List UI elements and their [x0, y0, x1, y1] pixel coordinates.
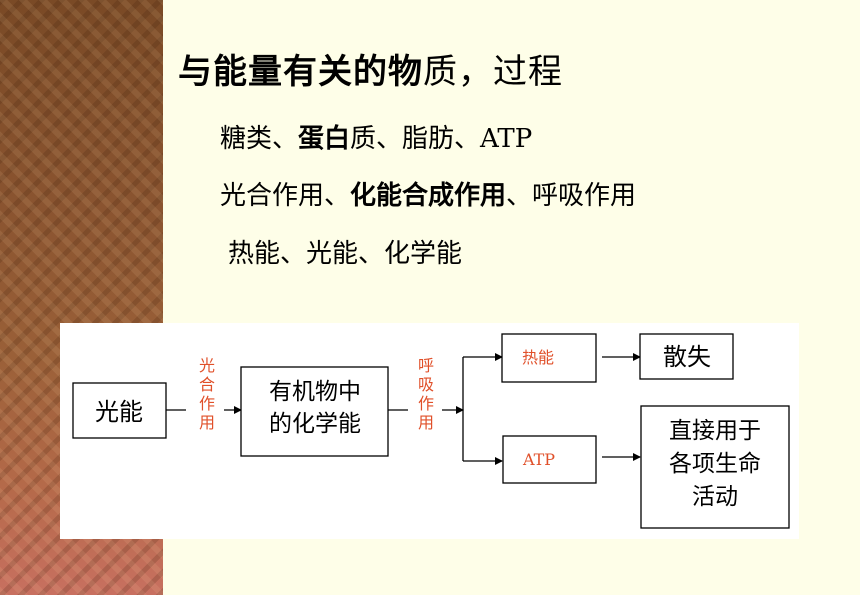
node-dissipate-label: 散失	[663, 343, 711, 371]
line-segment: 热能、光能、化学能	[228, 239, 463, 269]
node-organic-chem-box	[240, 366, 389, 457]
node-atp-label: ATP	[522, 450, 555, 469]
edge-label-char: 呼	[418, 356, 434, 375]
title-bold-part: 与能量有关的物	[178, 52, 423, 92]
node-heat-box	[501, 333, 597, 383]
energy-flow-diagram: 光能 光 合 作 用 有机物中 的化学能 呼 吸 作 用 热能 ATP	[60, 323, 799, 539]
line-segment: 光合作用、	[220, 181, 351, 211]
line-segment: 、呼吸作用	[506, 181, 637, 211]
node-organic-chem-line1: 有机物中	[269, 379, 361, 405]
edge-label-char: 作	[418, 394, 434, 413]
edge-label-char: 吸	[418, 375, 434, 394]
title-rest: 质，过程	[423, 52, 563, 92]
line-segment: 糖类、	[220, 124, 299, 154]
edge-label-char: 用	[418, 413, 434, 432]
node-direct-use-line3: 活动	[692, 484, 738, 510]
node-organic-chem-line2: 的化学能	[269, 411, 361, 437]
line-substances: 糖类、蛋白质、脂肪、ATP	[220, 118, 532, 155]
edge-label-char: 合	[199, 375, 215, 394]
node-light-energy-box	[72, 382, 167, 439]
diagram-svg: 光能 光 合 作 用 有机物中 的化学能 呼 吸 作 用 热能 ATP	[72, 333, 790, 529]
node-direct-use-line1: 直接用于	[669, 418, 761, 444]
edge-label-char: 用	[199, 413, 215, 432]
line-energy-forms: 热能、光能、化学能	[228, 233, 462, 270]
node-light-energy-label: 光能	[95, 398, 143, 426]
node-direct-use-line2: 各项生命	[669, 451, 761, 477]
line-segment-bold: 化能合成作用	[350, 181, 507, 211]
node-dissipate-box	[639, 333, 734, 380]
line-segment-bold: 蛋白	[298, 124, 351, 154]
edge-label-char: 光	[199, 356, 215, 375]
line-processes: 光合作用、化能合成作用、呼吸作用	[220, 175, 636, 212]
line-segment: 质、脂肪、ATP	[350, 124, 533, 154]
node-direct-use-box	[640, 405, 790, 529]
node-atp-box	[502, 435, 597, 484]
edge-label-char: 作	[199, 394, 215, 413]
slide-title: 与能量有关的物质，过程	[178, 44, 563, 93]
node-heat-label: 热能	[522, 348, 554, 367]
